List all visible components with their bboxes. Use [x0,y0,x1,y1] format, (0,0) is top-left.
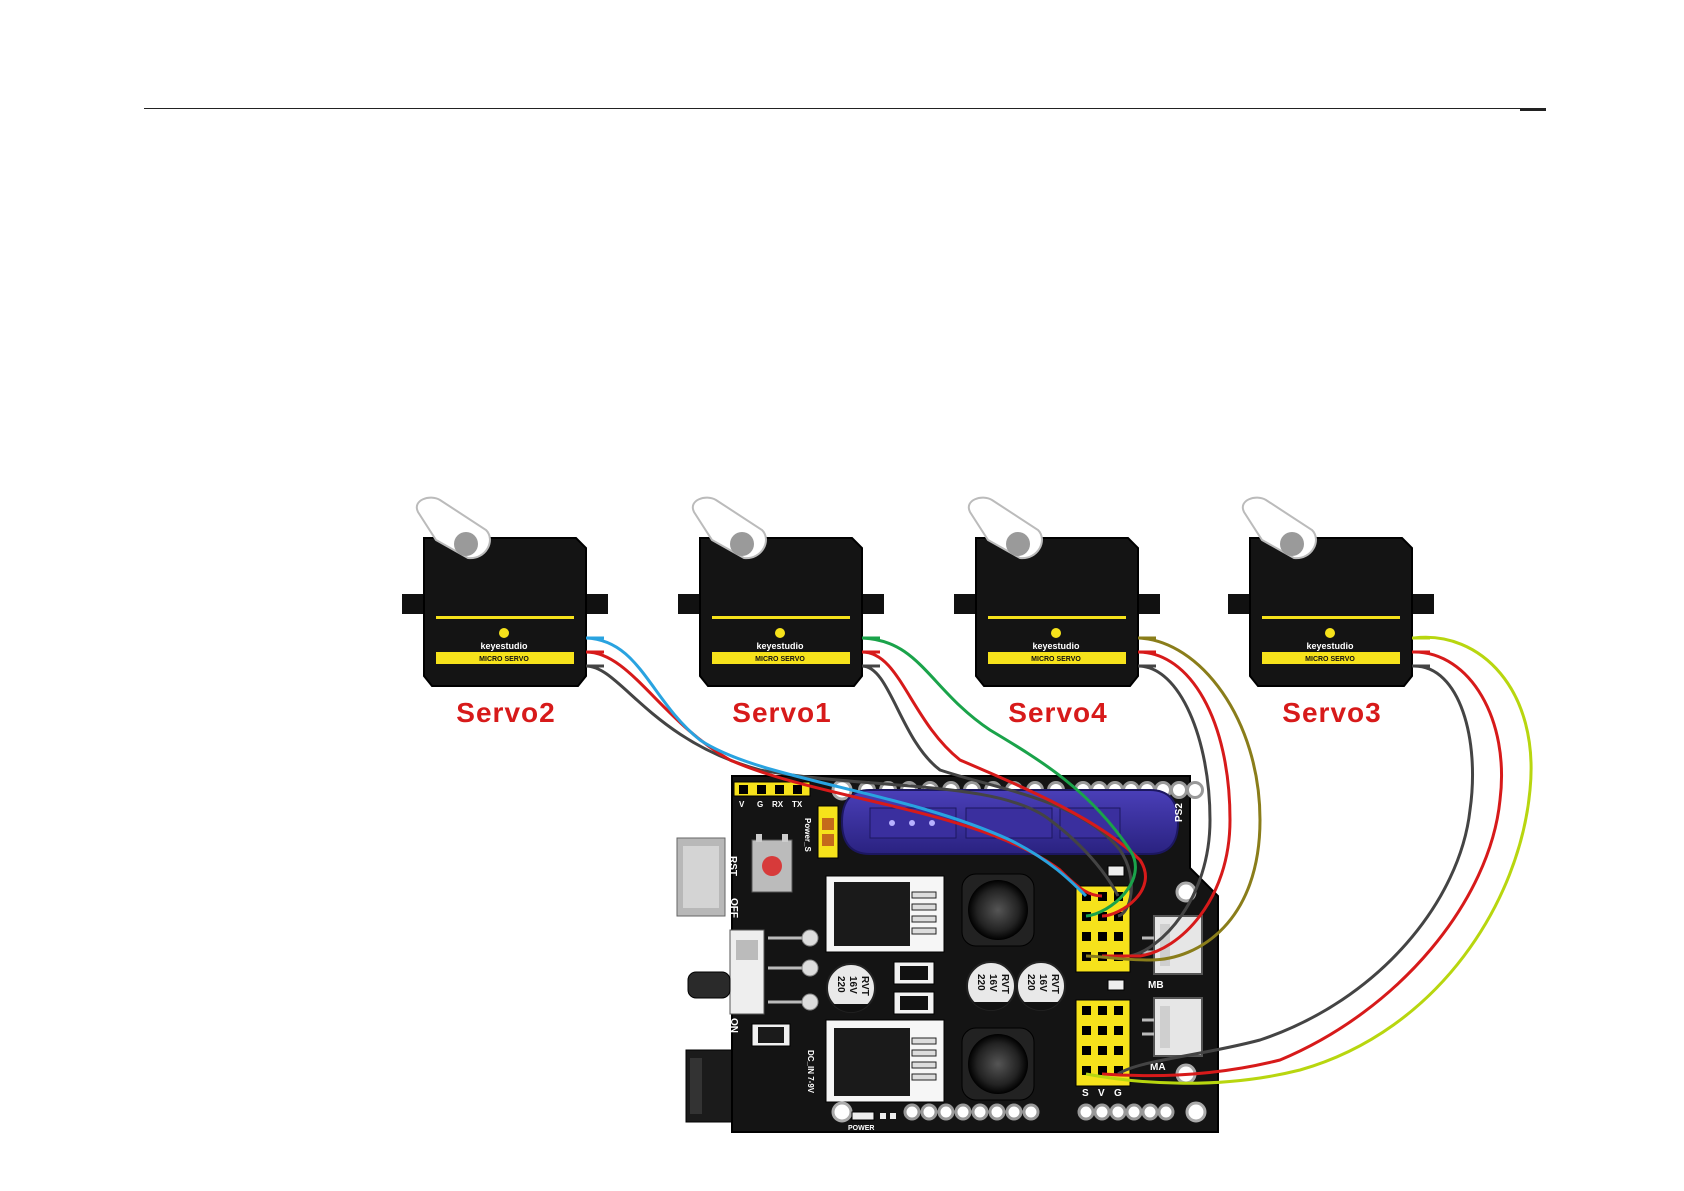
keyestudio-logo-icon [499,628,509,638]
rst-label: RST [727,856,738,876]
header-hole [1188,783,1203,798]
header-hole [990,1105,1004,1119]
serial-label-g: G [757,800,763,809]
ps2-label: PS2 [1174,803,1185,822]
off-label: OFF [728,898,739,918]
svg-text:RVT: RVT [999,974,1010,994]
header-hole [973,1105,987,1119]
servo-caption: Servo3 [1282,697,1381,728]
servo-model: MICRO SERVO [1305,656,1355,663]
servo-mount-tab [1412,594,1434,614]
svg-text:220: 220 [1025,974,1036,991]
capacitor: 220 16V RVT [827,964,875,1012]
power-led [852,1112,874,1120]
svg-text:220: 220 [975,974,986,991]
power-s-jumper [818,806,838,858]
servo-mount-tab [862,594,884,614]
servo-caption: Servo1 [732,697,831,728]
power-led-label: POWER [848,1125,874,1132]
servo-brand: keyestudio [1306,641,1354,651]
keyestudio-logo-icon [1051,628,1061,638]
header-hole [1079,1105,1093,1119]
servo-model: MICRO SERVO [1031,656,1081,663]
servo-mount-tab [402,594,424,614]
header-hole [956,1105,970,1119]
mb-label: MB [1148,980,1164,991]
servo-brand: keyestudio [480,641,528,651]
header-hole [1127,1105,1141,1119]
header-hole [1172,783,1187,798]
svg-pin-label-g: G [1114,1088,1122,1099]
header-hole [1111,1105,1125,1119]
header-hole [939,1105,953,1119]
svg-text:16V: 16V [987,974,998,992]
switch-lever [688,972,730,998]
header-hole [1095,1105,1109,1119]
header-hole [1143,1105,1157,1119]
servo-mount-tab [1228,594,1250,614]
svg-text:RVT: RVT [859,976,870,996]
svg-text:220: 220 [835,976,846,993]
header-hole [905,1105,919,1119]
servo-mount-tab [1138,594,1160,614]
header-hole [922,1105,936,1119]
servo-mount-tab [678,594,700,614]
servo-model: MICRO SERVO [755,656,805,663]
servo-mount-tab [586,594,608,614]
header-hole [1007,1105,1021,1119]
servo-caption: Servo4 [1008,697,1107,728]
capacitor: 220 16V RVT [967,962,1015,1010]
capacitor: 220 16V RVT [1017,962,1065,1010]
svg-text:16V: 16V [1037,974,1048,992]
svg-pin-label-v: V [1098,1088,1105,1099]
servo-brand: keyestudio [1032,641,1080,651]
serial-label-v: V [739,800,745,809]
serial-label-rx: RX [772,800,784,809]
svg-text:RVT: RVT [1049,974,1060,994]
svg-pin-label-s: S [1082,1088,1089,1099]
inductor [962,1028,1034,1100]
servo-brand: keyestudio [756,641,804,651]
servo-caption: Servo2 [456,697,555,728]
power-s-label: Power_S [803,818,812,852]
keyestudio-logo-icon [1325,628,1335,638]
servo-model: MICRO SERVO [479,656,529,663]
header-hole [1159,1105,1173,1119]
keyestudio-logo-icon [775,628,785,638]
serial-label-tx: TX [792,800,803,809]
header-hole [1024,1105,1038,1119]
inductor [962,874,1034,946]
dc-in-label: DC_IN 7-9V [806,1050,815,1094]
svg-text:16V: 16V [847,976,858,994]
on-label: ON [728,1018,739,1033]
servo-mount-tab [954,594,976,614]
